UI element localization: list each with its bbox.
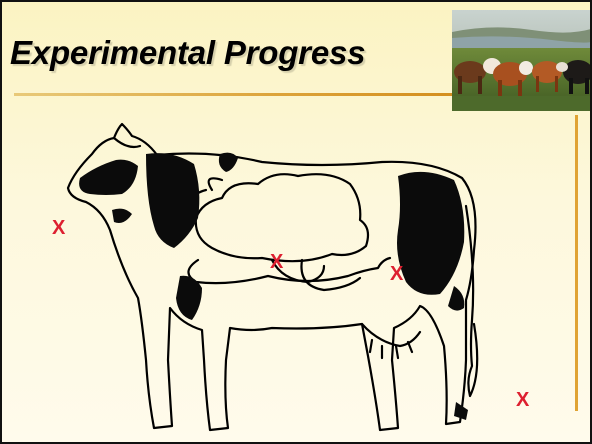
marker-x-intestine: X [390,264,403,284]
marker-x-rumen: X [270,252,283,272]
slide-title: Experimental Progress [10,34,365,72]
cattle-photo [452,10,592,111]
marker-x-head: X [52,218,65,238]
marker-x-outside: X [516,390,529,410]
title-underline [14,93,452,96]
right-divider [575,115,578,411]
cow-illustration [62,110,502,442]
